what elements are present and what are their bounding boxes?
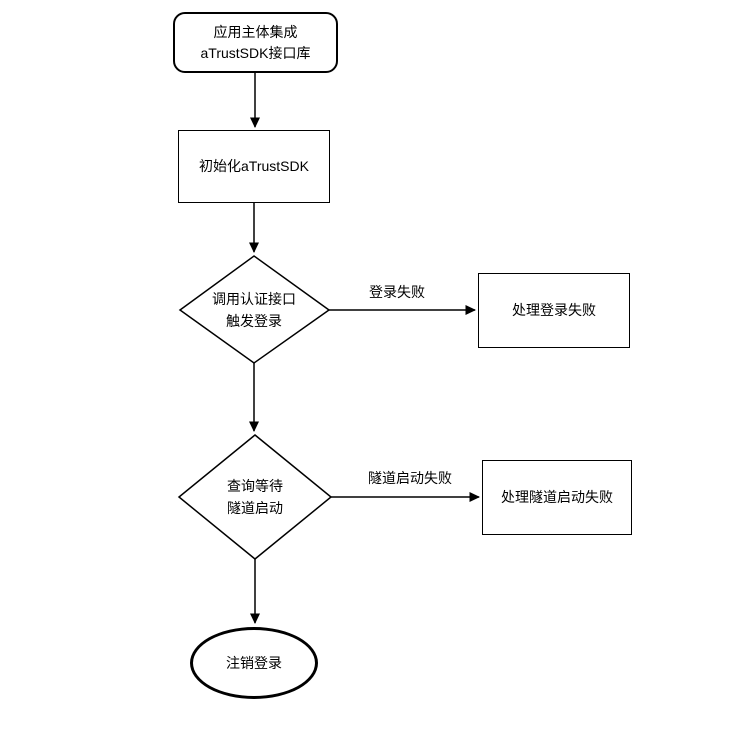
node-init-label: 初始化aTrustSDK (199, 158, 309, 174)
node-start: 应用主体集成 aTrustSDK接口库 (173, 12, 338, 73)
node-login-fail-label: 处理登录失败 (512, 302, 596, 318)
node-tunnel-fail: 处理隧道启动失败 (482, 460, 632, 535)
edge-label-tunnel-fail: 隧道启动失败 (355, 470, 465, 487)
node-auth-decision-shape (178, 255, 331, 364)
node-auth-decision-label: 调用认证接口 触发登录 (184, 288, 324, 332)
node-auth-decision-label-line2: 触发登录 (226, 313, 282, 329)
node-tunnel-decision-label-line2: 隧道启动 (227, 500, 283, 516)
node-start-label-line1: 应用主体集成 (213, 23, 298, 40)
node-logout-label: 注销登录 (226, 654, 282, 671)
node-tunnel-decision-shape (177, 434, 333, 560)
node-init: 初始化aTrustSDK (178, 130, 330, 203)
node-tunnel-decision-label-line1: 查询等待 (227, 478, 283, 494)
node-logout: 注销登录 (190, 627, 318, 699)
node-tunnel-decision-label: 查询等待 隧道启动 (185, 475, 325, 519)
edge-label-login-fail: 登录失败 (347, 284, 447, 301)
node-start-label-line2: aTrustSDK接口库 (200, 44, 311, 61)
node-tunnel-fail-label: 处理隧道启动失败 (501, 489, 613, 505)
node-auth-decision-label-line1: 调用认证接口 (212, 291, 296, 307)
node-login-fail: 处理登录失败 (478, 273, 630, 348)
